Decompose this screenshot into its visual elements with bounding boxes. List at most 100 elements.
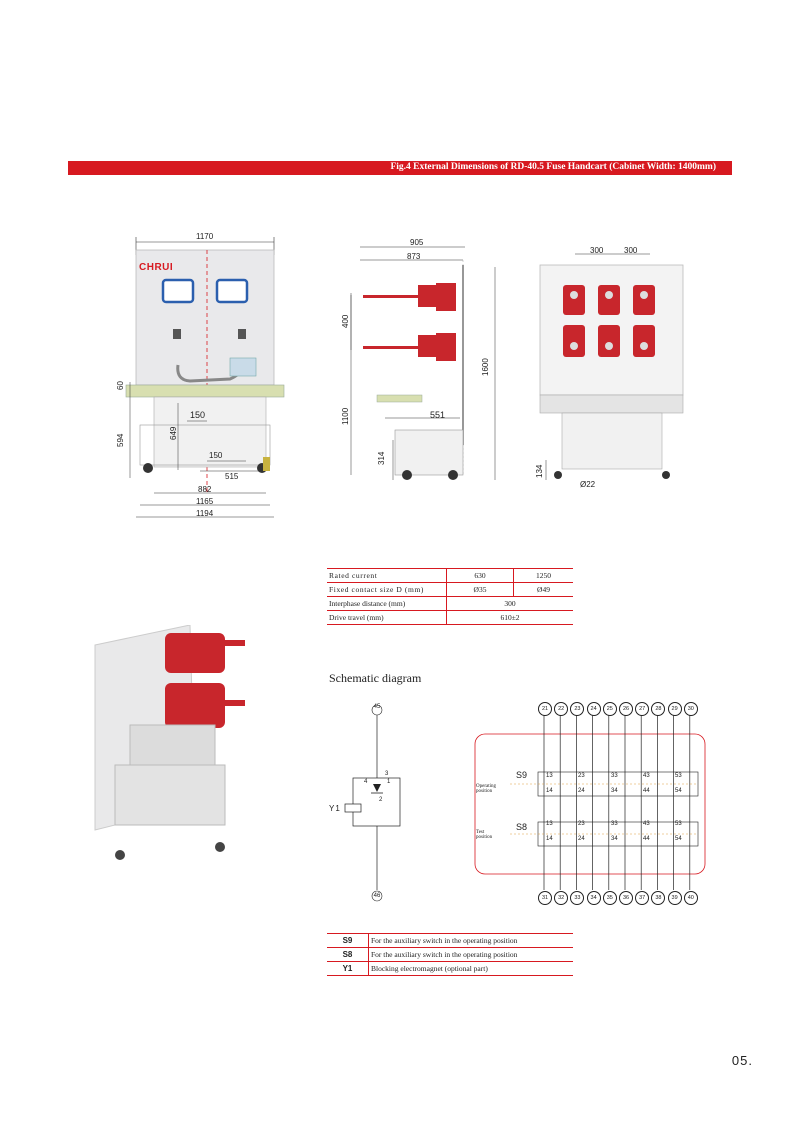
- legend-table: S9 For the auxiliary switch in the opera…: [327, 933, 573, 976]
- spec-value: Ø49: [513, 582, 573, 597]
- table-row: Interphase distance (mm) 300: [327, 596, 573, 611]
- legend-desc: For the auxiliary switch in the operatin…: [368, 947, 573, 962]
- spec-label: Fixed contact size D (mm): [327, 582, 447, 597]
- terminal-top: 25: [602, 702, 617, 716]
- s8-label: S8: [516, 822, 528, 832]
- spec-value: Ø35: [446, 582, 514, 597]
- terminal-bottom: 35: [602, 891, 617, 905]
- terminal-top: 28: [651, 702, 666, 716]
- terminal-bottom: 31: [538, 891, 552, 905]
- dim-873: 873: [407, 252, 421, 261]
- legend-desc: Blocking electromagnet (optional part): [368, 961, 573, 976]
- dim-1194: 1194: [196, 509, 214, 518]
- spec-label: Interphase distance (mm): [327, 596, 447, 611]
- spec-value: 300: [446, 596, 573, 611]
- dim-300b: 300: [624, 246, 638, 255]
- contact-label: 43: [643, 821, 650, 827]
- terminal-bottom: 37: [635, 891, 650, 905]
- coil-pin-4: 4: [364, 779, 368, 785]
- terminal-bottom: 40: [683, 891, 698, 905]
- contact-label: 54: [675, 836, 682, 842]
- dim-150b: 150: [209, 451, 223, 460]
- spec-table: Rated current 630 1250 Fixed contact siz…: [327, 568, 573, 625]
- dim-1600: 1600: [481, 358, 490, 376]
- contact-label: 33: [611, 773, 618, 779]
- dim-594: 594: [116, 433, 125, 447]
- table-row: S9 For the auxiliary switch in the opera…: [327, 933, 573, 948]
- contact-label: 13: [546, 773, 553, 779]
- contact-label: 44: [643, 788, 650, 794]
- spec-value: 630: [446, 568, 514, 583]
- table-row: S8 For the auxiliary switch in the opera…: [327, 947, 573, 962]
- contact-label: 14: [546, 836, 553, 842]
- brand-logo: CHRUI: [139, 262, 174, 273]
- terminal-top: 21: [538, 702, 552, 716]
- table-row: Y1 Blocking electromagnet (optional part…: [327, 961, 573, 976]
- terminal-bottom: 33: [570, 891, 585, 905]
- terminal-bottom: 39: [667, 891, 682, 905]
- contact-label: 34: [611, 836, 618, 842]
- terminal-top: 26: [619, 702, 633, 716]
- product-photo: [94, 625, 245, 860]
- table-row: Drive travel (mm) 610±2: [327, 610, 573, 625]
- figure-title: Fig.4 External Dimensions of RD-40.5 Fus…: [390, 162, 716, 172]
- dim-150a: 150: [190, 410, 206, 420]
- contact-label: 34: [611, 788, 618, 794]
- terminal-bottom: 38: [651, 891, 666, 905]
- contact-label: 14: [546, 788, 553, 794]
- switch-circuit: [474, 715, 706, 890]
- y1-circuit: [344, 704, 401, 902]
- page-number: 05.: [731, 1053, 753, 1068]
- dim-551: 551: [430, 410, 446, 420]
- terminal-top: 27: [635, 702, 650, 716]
- rear-view-svg: [539, 253, 684, 480]
- terminal-bottom: 36: [619, 891, 633, 905]
- legend-desc: For the auxiliary switch in the operatin…: [368, 933, 573, 948]
- contact-label: 53: [675, 821, 682, 827]
- terminal-top: 23: [570, 702, 585, 716]
- contact-label: 13: [546, 821, 553, 827]
- operating-position-label: Operating position: [476, 784, 496, 794]
- contact-label: 44: [643, 836, 650, 842]
- contact-label: 33: [611, 821, 618, 827]
- terminal-top: 22: [554, 702, 569, 716]
- legend-code: S8: [327, 947, 369, 962]
- terminal-bottom: 34: [586, 891, 601, 905]
- front-view-svg: [125, 237, 285, 518]
- spec-value: 610±2: [446, 610, 573, 625]
- figure-banner: Fig.4 External Dimensions of RD-40.5 Fus…: [68, 161, 732, 175]
- s9-label: S9: [516, 770, 528, 780]
- dim-314: 314: [377, 451, 386, 465]
- test-position-label: Test position: [476, 830, 493, 840]
- contact-label: 53: [675, 773, 682, 779]
- dim-905: 905: [410, 238, 424, 247]
- coil-pin-1: 1: [387, 779, 391, 785]
- dim-1170: 1170: [196, 232, 214, 241]
- dim-515: 515: [225, 472, 239, 481]
- dim-22: Ø22: [580, 480, 596, 489]
- dim-882: 882: [198, 485, 212, 494]
- terminal-bottom: 32: [554, 891, 569, 905]
- y1-label: Y1: [329, 804, 341, 813]
- dim-649: 649: [169, 426, 178, 440]
- coil-pin-3: 3: [385, 771, 389, 777]
- terminal-top: 29: [667, 702, 682, 716]
- contact-label: 23: [578, 773, 585, 779]
- terminal-46: 46: [373, 893, 381, 899]
- dim-1165: 1165: [196, 497, 214, 506]
- legend-code: S9: [327, 933, 369, 948]
- contact-label: 23: [578, 821, 585, 827]
- table-row: Rated current 630 1250: [327, 568, 573, 583]
- dim-300a: 300: [590, 246, 604, 255]
- dim-60: 60: [116, 381, 125, 390]
- spec-label: Rated current: [327, 568, 447, 583]
- dim-134: 134: [535, 464, 544, 478]
- schematic-title: Schematic diagram: [329, 671, 422, 685]
- coil-pin-2: 2: [379, 797, 383, 803]
- dim-400: 400: [341, 314, 350, 328]
- contact-label: 24: [578, 788, 585, 794]
- contact-label: 24: [578, 836, 585, 842]
- terminal-top: 24: [586, 702, 601, 716]
- side-view-svg: [350, 246, 496, 480]
- terminal-45: 45: [373, 704, 381, 710]
